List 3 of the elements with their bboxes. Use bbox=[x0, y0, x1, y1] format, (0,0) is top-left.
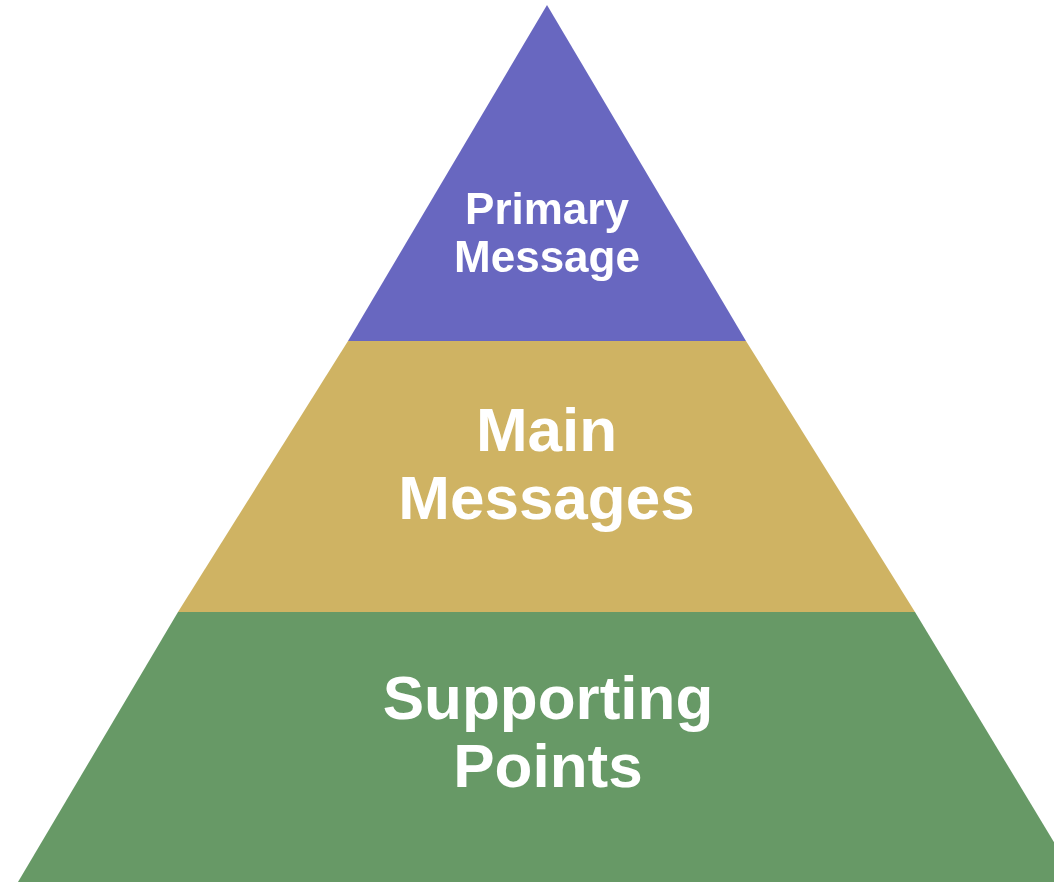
tier-label: Main Messages bbox=[397, 396, 696, 533]
tier-label: Supporting Points bbox=[381, 664, 715, 801]
tier-label: Primary Message bbox=[453, 185, 641, 282]
